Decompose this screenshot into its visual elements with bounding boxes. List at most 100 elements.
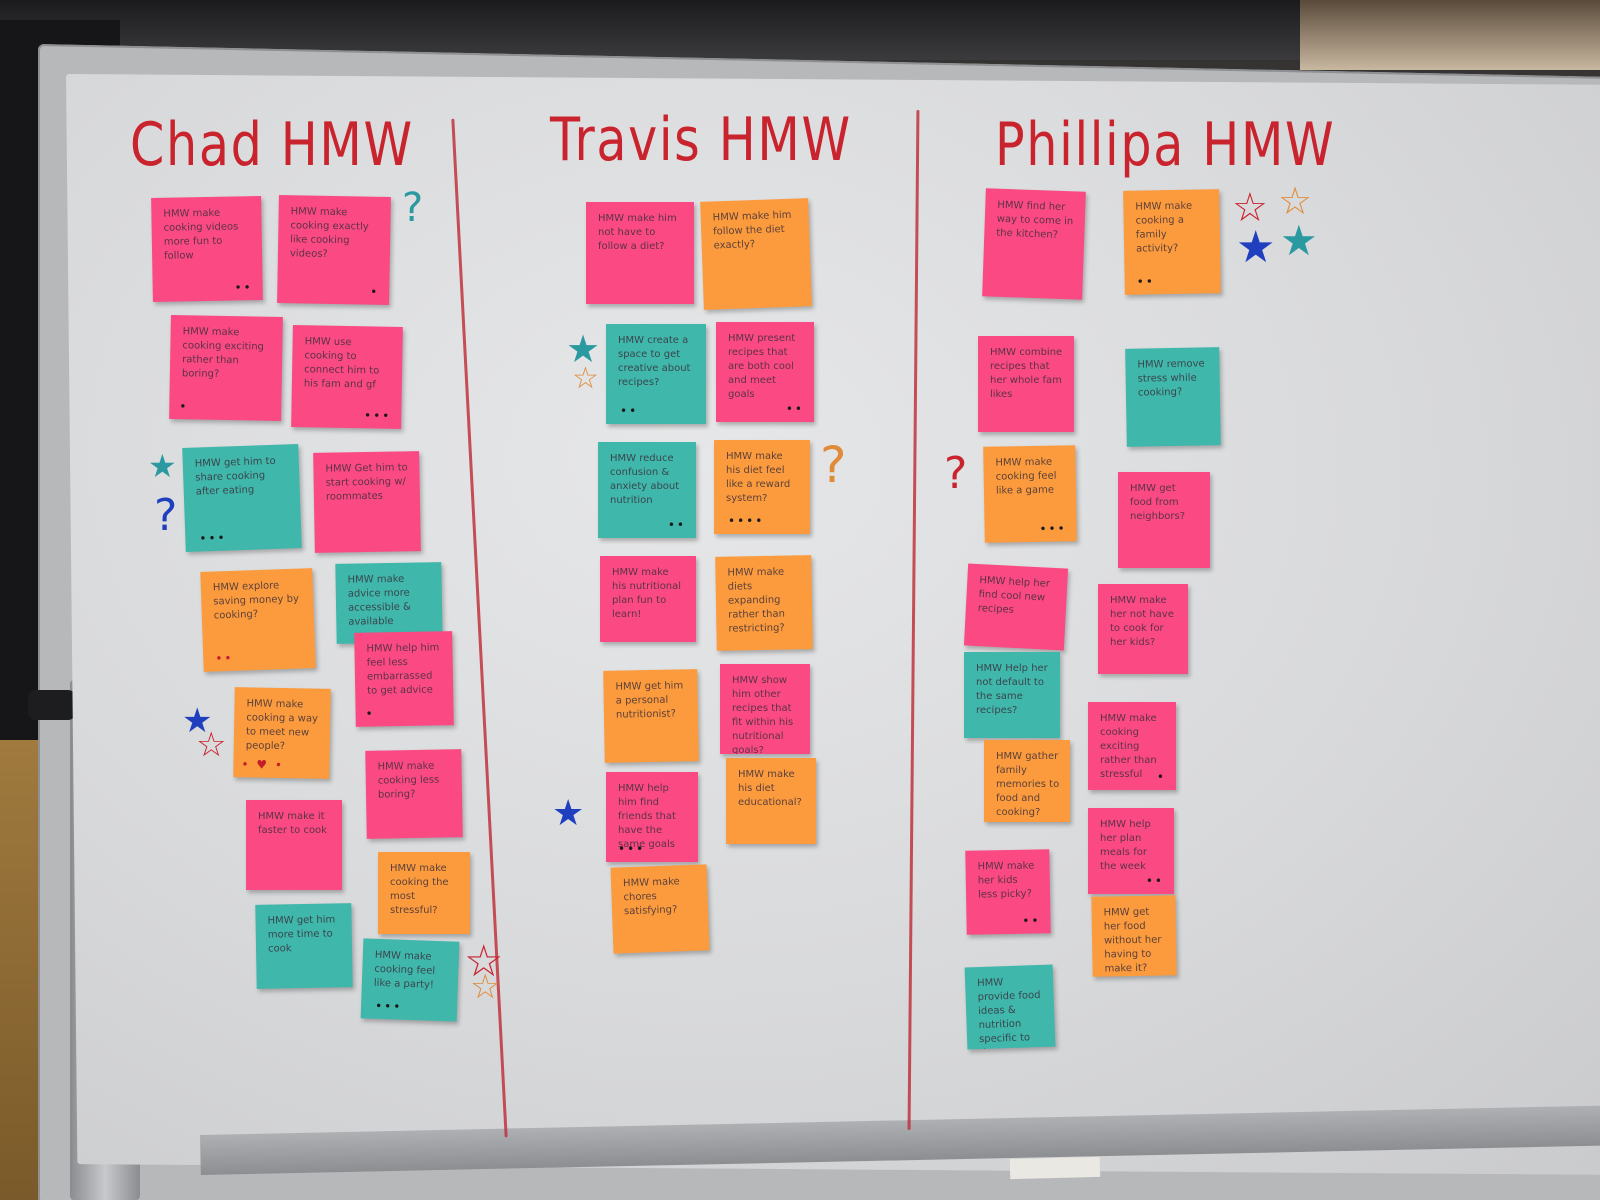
vote-dots: •••: [199, 530, 227, 546]
note-text: HMW create a space to get creative about…: [618, 335, 691, 388]
sticky-note: HMW get him more time to cook: [255, 903, 353, 989]
vote-dots: •••: [618, 842, 646, 856]
note-text: HMW remove stress while cooking?: [1137, 358, 1205, 399]
note-text: HMW make advice more accessible & availa…: [347, 573, 411, 628]
sticky-note: HMW get him a personal nutritionist?: [603, 669, 699, 763]
vote-dots: ••: [234, 280, 253, 295]
note-text: HMW make cooking less boring?: [377, 760, 440, 801]
sticky-note: HMW Help her not default to the same rec…: [964, 652, 1060, 738]
sticky-note: HMW make cooking feel like a game •••: [983, 445, 1077, 543]
note-text: HMW reduce confusion & anxiety about nut…: [610, 453, 680, 506]
sticky-note: HMW combine recipes that her whole fam l…: [978, 336, 1074, 432]
star-icon: ★: [552, 793, 585, 834]
note-text: HMW Get him to start cooking w/ roommate…: [325, 462, 408, 503]
note-text: HMW make cooking exciting rather than bo…: [181, 326, 265, 380]
note-text: HMW make cooking videos more fun to foll…: [163, 207, 239, 262]
sticky-note: HMW explore saving money by cooking?••: [200, 568, 316, 672]
sticky-note: HMW make cooking videos more fun to foll…: [151, 196, 263, 302]
heading-travis: Travis HMW: [550, 105, 852, 175]
note-text: HMW make cooking a family activity?: [1135, 200, 1193, 255]
note-text: HMW explore saving money by cooking?: [212, 580, 300, 622]
vote-dots: •••: [363, 408, 392, 423]
sticky-note: HMW help her plan meals for the week••: [1088, 808, 1174, 894]
question-mark-icon: ?: [402, 185, 424, 231]
note-text: HMW get her food without her having to m…: [1103, 906, 1162, 975]
note-text: HMW make his diet feel like a reward sys…: [726, 451, 791, 504]
sticky-note: HMW get him to share cooking after eatin…: [182, 444, 302, 552]
note-text: HMW make her kids less picky?: [977, 860, 1035, 901]
sticky-note: HMW get food from neighbors?: [1118, 472, 1210, 568]
vote-dots: •••: [1039, 521, 1067, 536]
note-text: HMW get him a personal nutritionist?: [615, 680, 684, 721]
note-text: HMW make him follow the diet exactly?: [712, 209, 792, 252]
note-text: HMW make diets expanding rather than res…: [727, 566, 785, 635]
sticky-note: HMW make cooking less boring?: [365, 749, 463, 839]
vote-dots: ••: [1145, 874, 1164, 888]
note-text: HMW make it faster to cook: [258, 811, 327, 836]
vote-dots: •: [179, 399, 189, 414]
sticky-note: HMW make diets expanding rather than res…: [715, 555, 813, 651]
sticky-note: HMW provide food ideas & nutrition speci…: [964, 964, 1056, 1050]
question-mark-icon: ?: [154, 490, 178, 541]
star-icon: ★: [182, 701, 213, 741]
star-icon: ★: [566, 327, 601, 371]
sticky-note: HMW help him feel less embarrassed to ge…: [354, 631, 454, 727]
vote-dots: ••: [620, 404, 639, 418]
sticky-note: HMW make cooking exciting rather than st…: [1088, 702, 1176, 790]
vote-dots: •: [370, 284, 380, 299]
stand-knob: [28, 690, 76, 720]
sticky-note: HMW create a space to get creative about…: [606, 324, 706, 424]
note-text: HMW provide food ideas & nutrition speci…: [976, 977, 1041, 1049]
sticky-note: HMW gather family memories to food and c…: [984, 740, 1070, 822]
note-text: HMW make him not have to follow a diet?: [598, 213, 677, 252]
sticky-note: HMW use cooking to connect him to his fa…: [291, 325, 403, 429]
sticky-note: HMW help her find cool new recipes: [963, 563, 1069, 651]
note-text: HMW make chores satisfying?: [622, 876, 680, 918]
vote-dots: ••: [1022, 913, 1041, 928]
note-text: HMW Help her not default to the same rec…: [976, 663, 1048, 716]
sticky-note: HMW make chores satisfying?: [610, 864, 710, 954]
note-text: HMW make cooking exactly like cooking vi…: [289, 206, 369, 260]
heading-phillipa: Phillipa HMW: [995, 110, 1336, 180]
star-icon: ★: [148, 447, 177, 485]
note-text: HMW use cooking to connect him to his fa…: [303, 336, 380, 391]
note-text: HMW make her not have to cook for her ki…: [1110, 595, 1174, 648]
sticky-note: HMW make cooking exciting rather than bo…: [169, 315, 283, 421]
sticky-note: HMW make his nutritional plan fun to lea…: [600, 556, 696, 642]
star-icon: ☆: [1232, 185, 1268, 231]
background-wall: [1300, 0, 1600, 70]
sticky-note: HMW make him not have to follow a diet?: [586, 202, 694, 304]
note-text: HMW make cooking the most stressful?: [390, 863, 449, 916]
note-text: HMW make cooking feel like a party!: [373, 949, 436, 991]
sticky-note: HMW make her not have to cook for her ki…: [1098, 584, 1188, 674]
star-icon: ★: [1280, 216, 1318, 265]
star-icon: ☆: [470, 967, 501, 1007]
sticky-note: HMW reduce confusion & anxiety about nut…: [598, 442, 696, 538]
sticky-note: HMW make his diet educational?: [726, 758, 816, 844]
note-text: HMW make cooking feel like a game: [995, 456, 1057, 497]
vote-dots: ••: [1136, 274, 1155, 289]
vote-dots: •: [1156, 770, 1166, 784]
board-label-sticker: [1009, 1156, 1101, 1180]
note-text: HMW make his nutritional plan fun to lea…: [612, 567, 682, 620]
star-icon: ☆: [464, 936, 504, 987]
sticky-note: HMW make cooking a way to meet new peopl…: [233, 687, 331, 779]
vote-dots: ••: [667, 518, 686, 532]
note-text: HMW make his diet educational?: [738, 769, 802, 808]
sticky-note: HMW make it faster to cook: [246, 800, 342, 890]
note-text: HMW gather family memories to food and c…: [996, 751, 1060, 818]
note-text: HMW help him feel less embarrassed to ge…: [366, 642, 440, 697]
star-icon: ☆: [196, 725, 227, 765]
note-text: HMW make cooking a way to meet new peopl…: [245, 698, 319, 753]
sticky-note: HMW find her way to come in the kitchen?: [982, 188, 1086, 300]
sticky-note: HMW make him follow the diet exactly?: [700, 198, 812, 310]
heading-chad: Chad HMW: [130, 110, 414, 180]
question-mark-icon: ?: [944, 448, 968, 499]
sticky-note: HMW help him find friends that have the …: [606, 772, 698, 862]
note-text: HMW show him other recipes that fit with…: [732, 675, 794, 754]
note-text: HMW help him find friends that have the …: [618, 783, 676, 850]
sticky-note: HMW Get him to start cooking w/ roommate…: [313, 451, 421, 553]
note-text: HMW get him more time to cook: [267, 914, 336, 955]
sticky-note: HMW show him other recipes that fit with…: [720, 664, 810, 754]
